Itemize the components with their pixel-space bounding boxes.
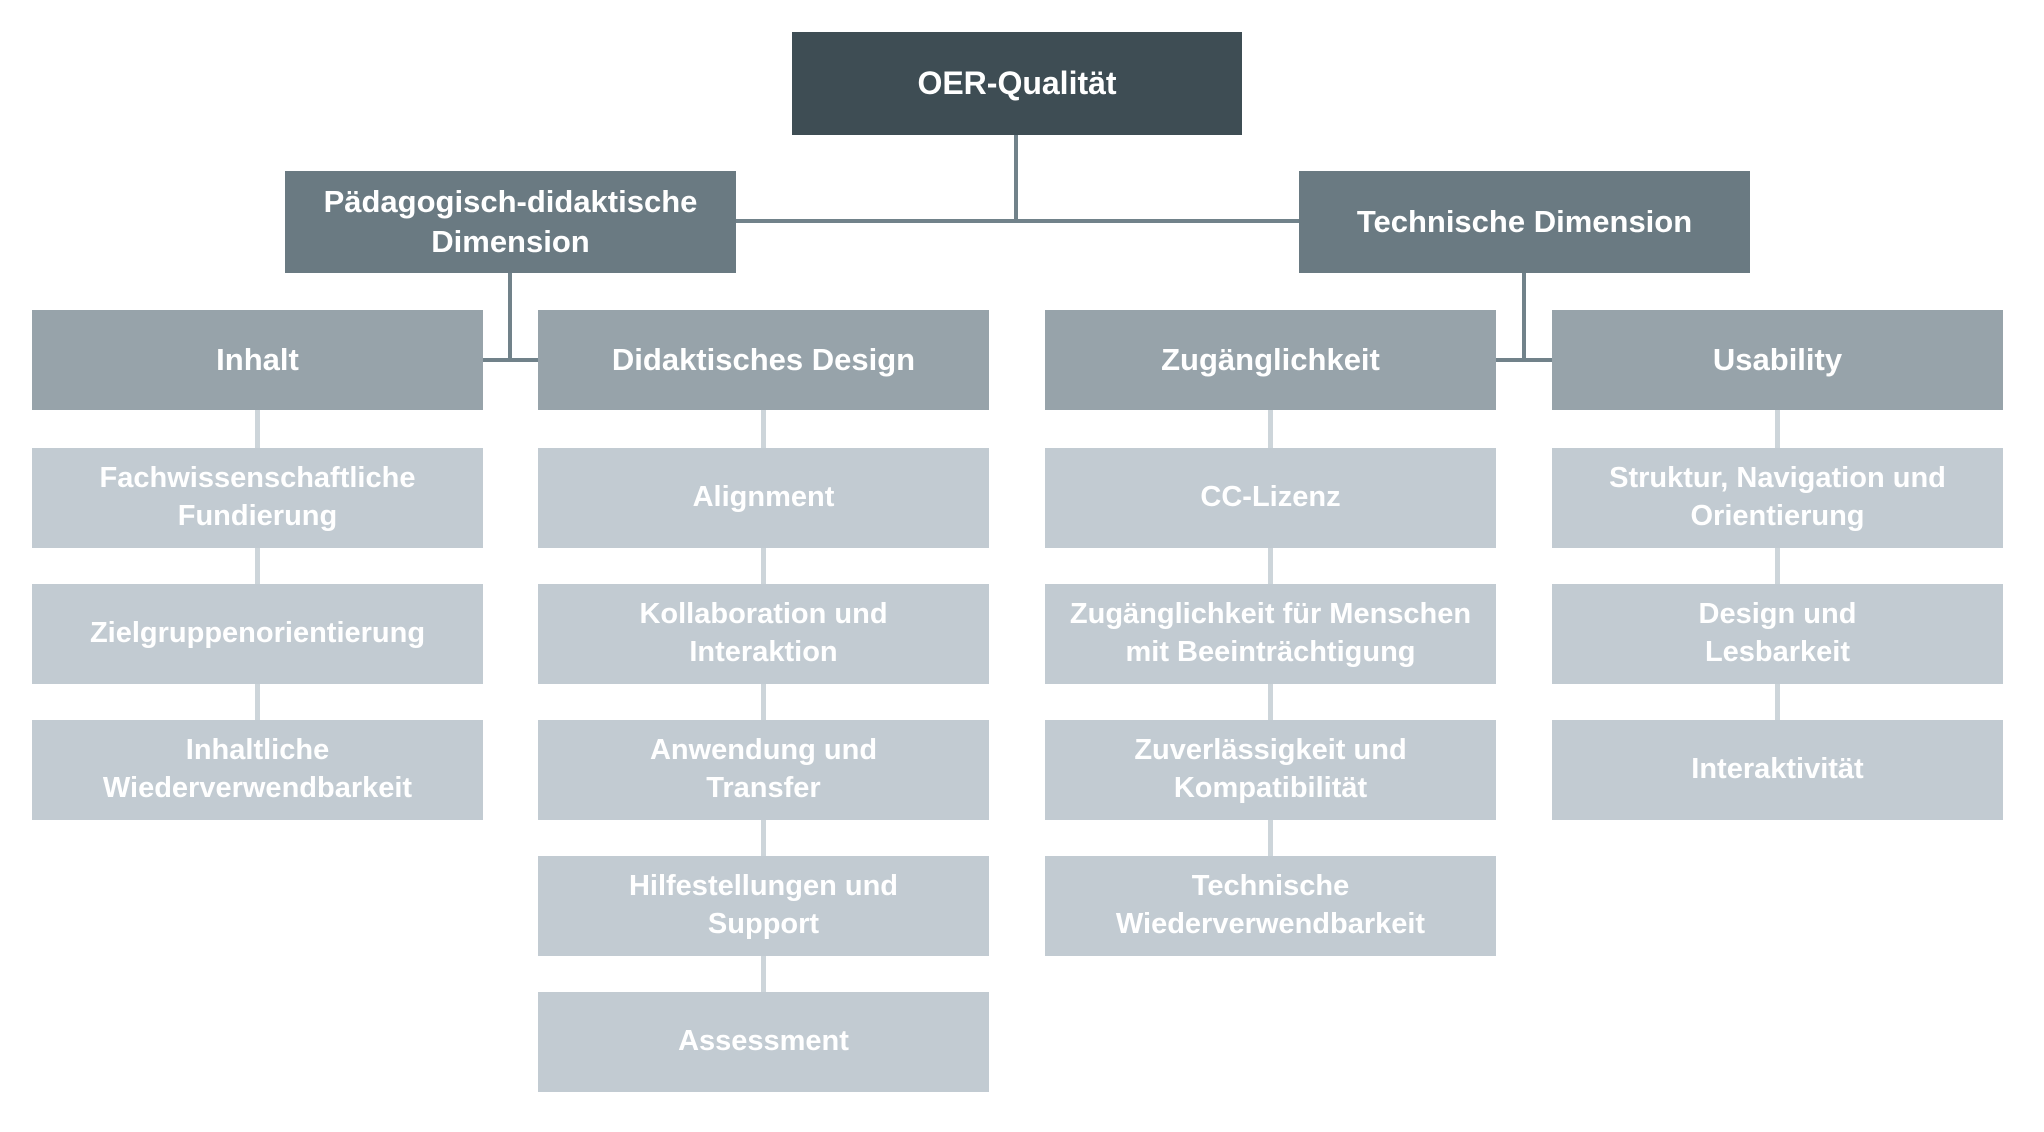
- node-zuverlaessigkeit-und-kompatibilitaet: Zuverlässigkeit und Kompatibilität: [1045, 720, 1496, 820]
- dimension-node-paedagogisch-didaktisch: Pädagogisch-didaktische Dimension: [285, 171, 736, 273]
- connector-column-inhalt-spine: [255, 410, 260, 720]
- connector-root-vertical: [1014, 135, 1018, 223]
- connector-column-usability-spine: [1775, 410, 1780, 720]
- connector-paedagogisch-bridge: [483, 358, 538, 362]
- column-header-inhalt: Inhalt: [32, 310, 483, 410]
- dimension-node-technisch: Technische Dimension: [1299, 171, 1750, 273]
- node-technische-wiederverwendbarkeit: Technische Wiederverwendbarkeit: [1045, 856, 1496, 956]
- node-alignment: Alignment: [538, 448, 989, 548]
- node-inhaltliche-wiederverwendbarkeit: Inhaltliche Wiederverwendbarkeit: [32, 720, 483, 820]
- connector-technisch-bridge: [1496, 358, 1552, 362]
- node-fachwissenschaftliche-fundierung: Fachwissenschaftliche Fundierung: [32, 448, 483, 548]
- node-hilfestellungen-und-support: Hilfestellungen und Support: [538, 856, 989, 956]
- connector-column-didaktisches-design-spine: [761, 410, 766, 992]
- root-node-oer-qualitaet: OER-Qualität: [792, 32, 1242, 135]
- connector-paedagogisch-vertical: [508, 273, 512, 362]
- node-kollaboration-und-interaktion: Kollaboration und Interaktion: [538, 584, 989, 684]
- node-anwendung-und-transfer: Anwendung und Transfer: [538, 720, 989, 820]
- column-header-didaktisches-design: Didaktisches Design: [538, 310, 989, 410]
- column-header-usability: Usability: [1552, 310, 2003, 410]
- node-assessment: Assessment: [538, 992, 989, 1092]
- connector-root-horizontal: [736, 219, 1299, 223]
- node-cc-lizenz: CC-Lizenz: [1045, 448, 1496, 548]
- node-zielgruppenorientierung: Zielgruppenorientierung: [32, 584, 483, 684]
- column-header-zugaenglichkeit: Zugänglichkeit: [1045, 310, 1496, 410]
- node-struktur-navigation-orientierung: Struktur, Navigation und Orientierung: [1552, 448, 2003, 548]
- node-interaktivitaet: Interaktivität: [1552, 720, 2003, 820]
- connector-technisch-vertical: [1522, 273, 1526, 362]
- node-design-und-lesbarkeit: Design und Lesbarkeit: [1552, 584, 2003, 684]
- node-zugaenglichkeit-fuer-menschen: Zugänglichkeit für Menschen mit Beeinträ…: [1045, 584, 1496, 684]
